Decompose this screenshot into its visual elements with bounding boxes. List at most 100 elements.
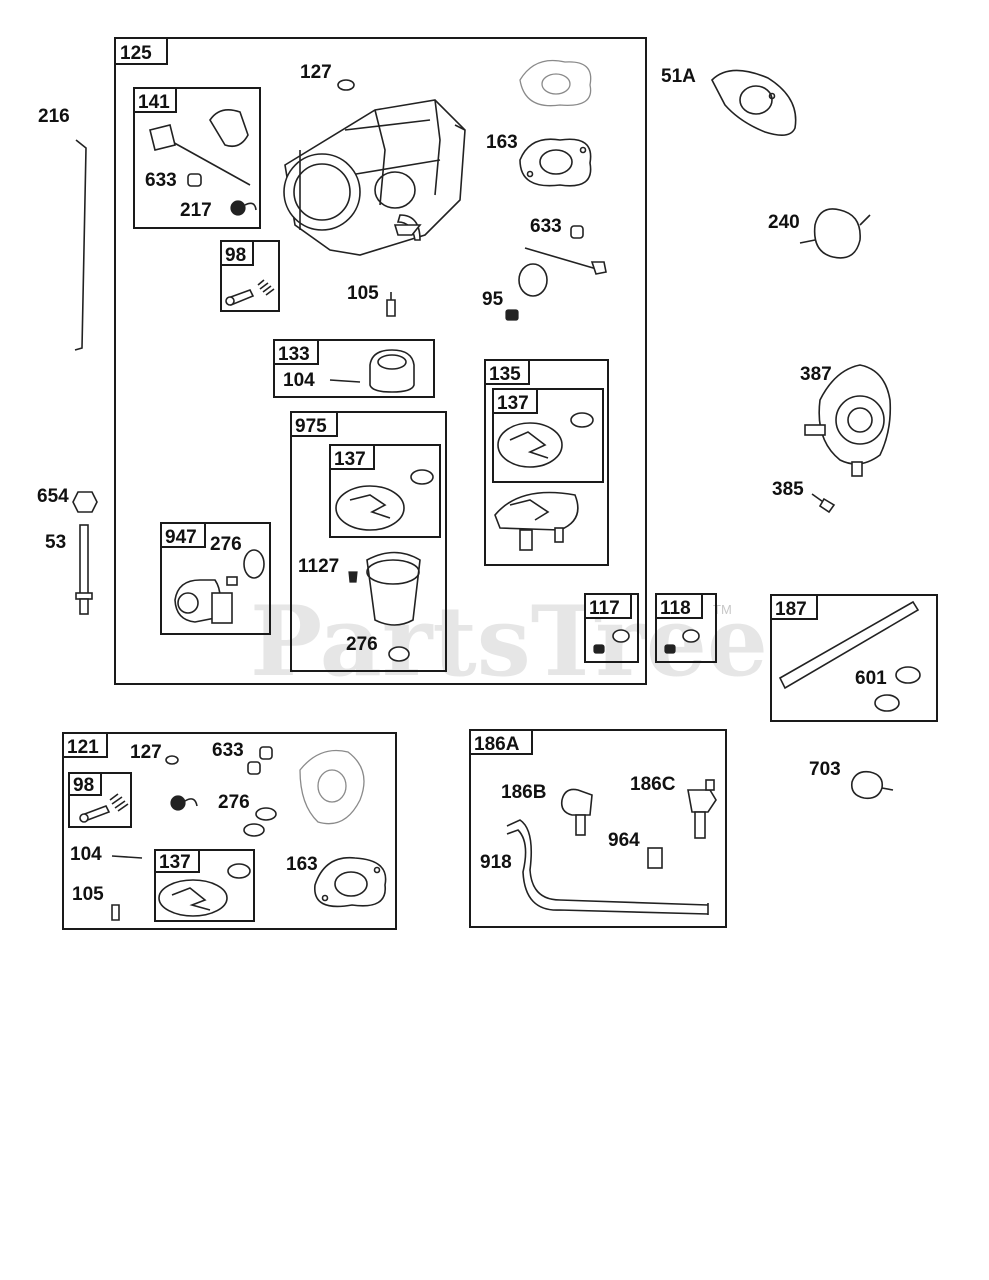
part-216-link (74, 139, 87, 351)
ghost-gasket-121 (299, 749, 365, 825)
label-105-121: 105 (72, 884, 104, 905)
group-133: 133 (273, 339, 435, 398)
part-240-fuel-filter (799, 208, 871, 259)
part-186c-fitting (687, 779, 717, 839)
part-276-seal-121b (243, 823, 265, 837)
group-947: 947 (160, 522, 271, 635)
part-186b-valve (560, 788, 593, 836)
label-387: 387 (800, 364, 832, 385)
part-217-spring (230, 200, 257, 216)
label-385: 385 (772, 479, 804, 500)
part-276-seal-947 (243, 549, 265, 579)
part-98-screw-spring-121 (79, 793, 129, 823)
part-141-choke (149, 109, 251, 186)
label-163: 163 (486, 132, 518, 153)
part-276-seal-121a (255, 807, 277, 821)
part-601-clamp (874, 666, 921, 712)
label-53: 53 (45, 532, 66, 553)
part-137-gasket-121 (158, 863, 251, 917)
group-98-tag: 98 (225, 245, 246, 266)
group-137-tag: 137 (334, 449, 366, 470)
label-104: 104 (283, 370, 315, 391)
part-95-screw (505, 309, 519, 321)
label-633-141: 633 (145, 170, 177, 191)
part-104-pin-121 (111, 855, 143, 859)
group-137-tag-3: 137 (159, 852, 191, 873)
part-947-solenoid (174, 576, 238, 624)
part-137-gasket-135 (497, 412, 594, 468)
part-703-clamp (850, 770, 894, 800)
group-137-in-135: 137 (492, 388, 604, 483)
part-137-gasket-975 (335, 469, 434, 531)
group-187-tag: 187 (775, 599, 807, 620)
part-51a-gasket (711, 69, 797, 136)
group-118-tag: 118 (660, 598, 691, 619)
label-276: 276 (346, 634, 378, 655)
group-187: 187 (770, 594, 938, 722)
part-633-bushing-121a (259, 746, 273, 760)
group-125: 125 (114, 37, 647, 685)
part-118-washer (682, 629, 700, 643)
label-163-121: 163 (286, 854, 318, 875)
label-95: 95 (482, 289, 504, 310)
part-385-screw (811, 493, 836, 514)
group-98-tag-2: 98 (73, 775, 94, 796)
group-975: 975 (290, 411, 447, 672)
label-703: 703 (809, 759, 841, 780)
group-141: 141 (133, 87, 261, 229)
part-105-needle (386, 292, 396, 317)
label-240: 240 (768, 212, 800, 233)
label-601: 601 (855, 668, 887, 689)
part-bowl (366, 551, 421, 626)
group-186a-tag: 186A (474, 734, 520, 755)
label-918: 918 (480, 852, 512, 873)
group-133-tag: 133 (278, 344, 310, 365)
part-654-nut (72, 491, 98, 513)
label-276-947: 276 (210, 534, 242, 555)
group-121: 121 (62, 732, 397, 930)
group-117: 117 (584, 593, 639, 663)
group-118: 118 (655, 593, 717, 663)
part-276-seal (388, 646, 410, 662)
group-125-tag: 125 (120, 43, 152, 64)
label-654: 654 (37, 486, 69, 507)
part-118-screw (664, 644, 676, 654)
watermark-tm: TM (713, 602, 732, 617)
label-216: 216 (38, 106, 70, 127)
part-387-fuel-pump (804, 364, 892, 477)
part-98-screw-spring (225, 279, 275, 307)
label-104-121: 104 (70, 844, 102, 865)
group-137-in-121: 137 (154, 849, 255, 922)
part-918-hose (506, 819, 709, 915)
part-163-gasket (519, 138, 592, 187)
part-1127-screw (348, 571, 358, 583)
label-127: 127 (300, 62, 332, 83)
group-186a: 186A (469, 729, 727, 928)
group-135: 135 (484, 359, 609, 566)
part-117-screw (593, 644, 605, 654)
label-1127: 1127 (298, 556, 339, 577)
part-633-bushing (570, 225, 584, 239)
label-186b: 186B (501, 782, 546, 803)
label-186c: 186C (630, 774, 676, 795)
group-98-in-121: 98 (68, 772, 132, 828)
group-137-in-975: 137 (329, 444, 441, 538)
part-53-stud (75, 524, 93, 615)
part-throttle-shaft (518, 247, 607, 297)
group-975-tag: 975 (295, 416, 327, 437)
label-276-121: 276 (218, 792, 250, 813)
part-217-spring-121 (170, 795, 198, 811)
part-633-bushing-141 (187, 173, 202, 187)
group-117-tag: 117 (589, 598, 620, 619)
group-135-tag: 135 (489, 364, 521, 385)
group-98: 98 (220, 240, 280, 312)
part-633-bushing-121b (247, 761, 261, 775)
label-633-121: 633 (212, 740, 244, 761)
part-964-sleeve (647, 847, 663, 869)
part-187-fuel-line (778, 600, 920, 690)
part-163-gasket-121 (314, 856, 387, 908)
part-127-oval-121 (165, 755, 179, 765)
label-51a: 51A (661, 66, 696, 87)
